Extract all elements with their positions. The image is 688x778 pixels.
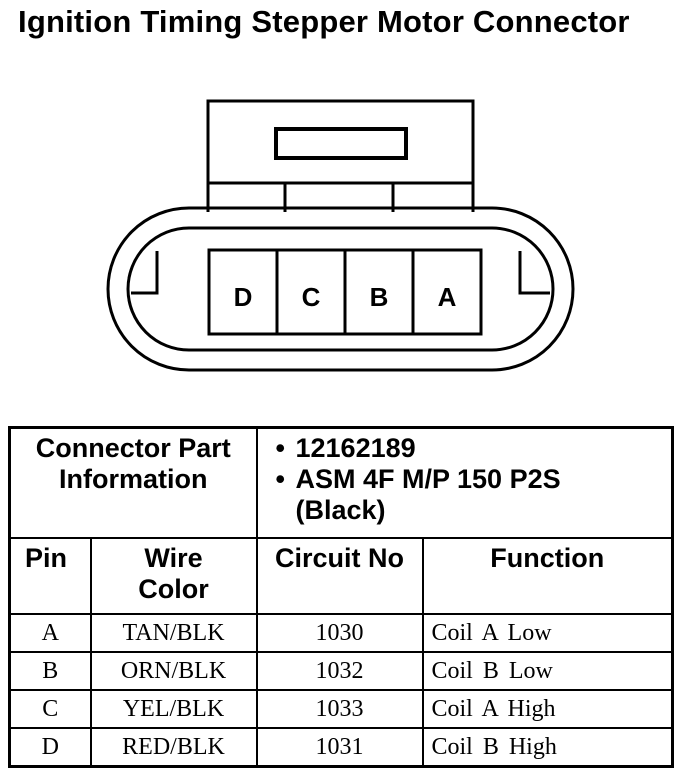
circuit-header: Circuit No xyxy=(255,537,424,615)
pin-cell: A xyxy=(8,613,92,653)
pin-header: Pin xyxy=(8,537,92,615)
bullet-icon: • xyxy=(275,433,285,463)
part-number-item: • 12162189 xyxy=(276,433,672,464)
table-row: C YEL/BLK 1033 Coil A High xyxy=(8,689,674,729)
pin-cell: B xyxy=(8,651,92,691)
diagram-title: Ignition Timing Stepper Motor Connector xyxy=(18,4,630,39)
wire-color-cell: TAN/BLK xyxy=(89,613,258,653)
connector-right-key xyxy=(518,251,550,295)
connector-info-table: Connector Part Information • 12162189 • … xyxy=(8,426,675,768)
pin-cell: D xyxy=(8,727,92,768)
function-cell: Coil B High xyxy=(421,727,674,768)
circuit-cell: 1031 xyxy=(255,727,424,768)
wire-color-cell: ORN/BLK xyxy=(89,651,258,691)
column-header-row: Pin Wire Color Circuit No Function xyxy=(8,537,674,615)
part-description-line1: ASM 4F M/P 150 P2S xyxy=(295,464,561,494)
latch-window xyxy=(274,127,408,160)
table-row: B ORN/BLK 1032 Coil B Low xyxy=(8,651,674,691)
wire-color-header-line2: Color xyxy=(138,574,209,604)
wire-color-header: Wire Color xyxy=(89,537,258,615)
pin-label-a: A xyxy=(438,282,457,312)
connector-latch xyxy=(206,99,475,212)
part-number: 12162189 xyxy=(295,433,416,463)
part-info-list: • 12162189 • ASM 4F M/P 150 P2S (Black) xyxy=(258,433,672,526)
pin-label-b: B xyxy=(370,282,389,312)
function-cell: Coil B Low xyxy=(421,651,674,691)
part-info-values: • 12162189 • ASM 4F M/P 150 P2S (Black) xyxy=(255,426,674,539)
circuit-cell: 1033 xyxy=(255,689,424,729)
function-cell: Coil A Low xyxy=(421,613,674,653)
connector-diagram: D C B A xyxy=(106,99,575,372)
part-info-row: Connector Part Information • 12162189 • … xyxy=(8,426,674,539)
circuit-cell: 1032 xyxy=(255,651,424,691)
wire-color-header-line1: Wire xyxy=(144,543,203,573)
connector-outer-shell xyxy=(106,206,575,372)
table-row: D RED/BLK 1031 Coil B High xyxy=(8,727,674,768)
circuit-cell: 1030 xyxy=(255,613,424,653)
connector-inner-shell xyxy=(126,226,555,352)
pin-cell: C xyxy=(8,689,92,729)
part-info-label-line2: Information xyxy=(59,464,208,494)
table-row: A TAN/BLK 1030 Coil A Low xyxy=(8,613,674,653)
wire-color-cell: YEL/BLK xyxy=(89,689,258,729)
pin-label-c: C xyxy=(302,282,321,312)
connector-left-key xyxy=(131,251,159,295)
part-description-line2: (Black) xyxy=(295,495,386,525)
pin-label-d: D xyxy=(234,282,253,312)
function-header: Function xyxy=(421,537,674,615)
part-info-label: Connector Part Information xyxy=(8,426,258,539)
bullet-icon: • xyxy=(275,464,285,494)
function-cell: Coil A High xyxy=(421,689,674,729)
part-description-item: • ASM 4F M/P 150 P2S (Black) xyxy=(276,464,672,526)
part-info-label-line1: Connector Part xyxy=(35,433,231,463)
wire-color-cell: RED/BLK xyxy=(89,727,258,768)
